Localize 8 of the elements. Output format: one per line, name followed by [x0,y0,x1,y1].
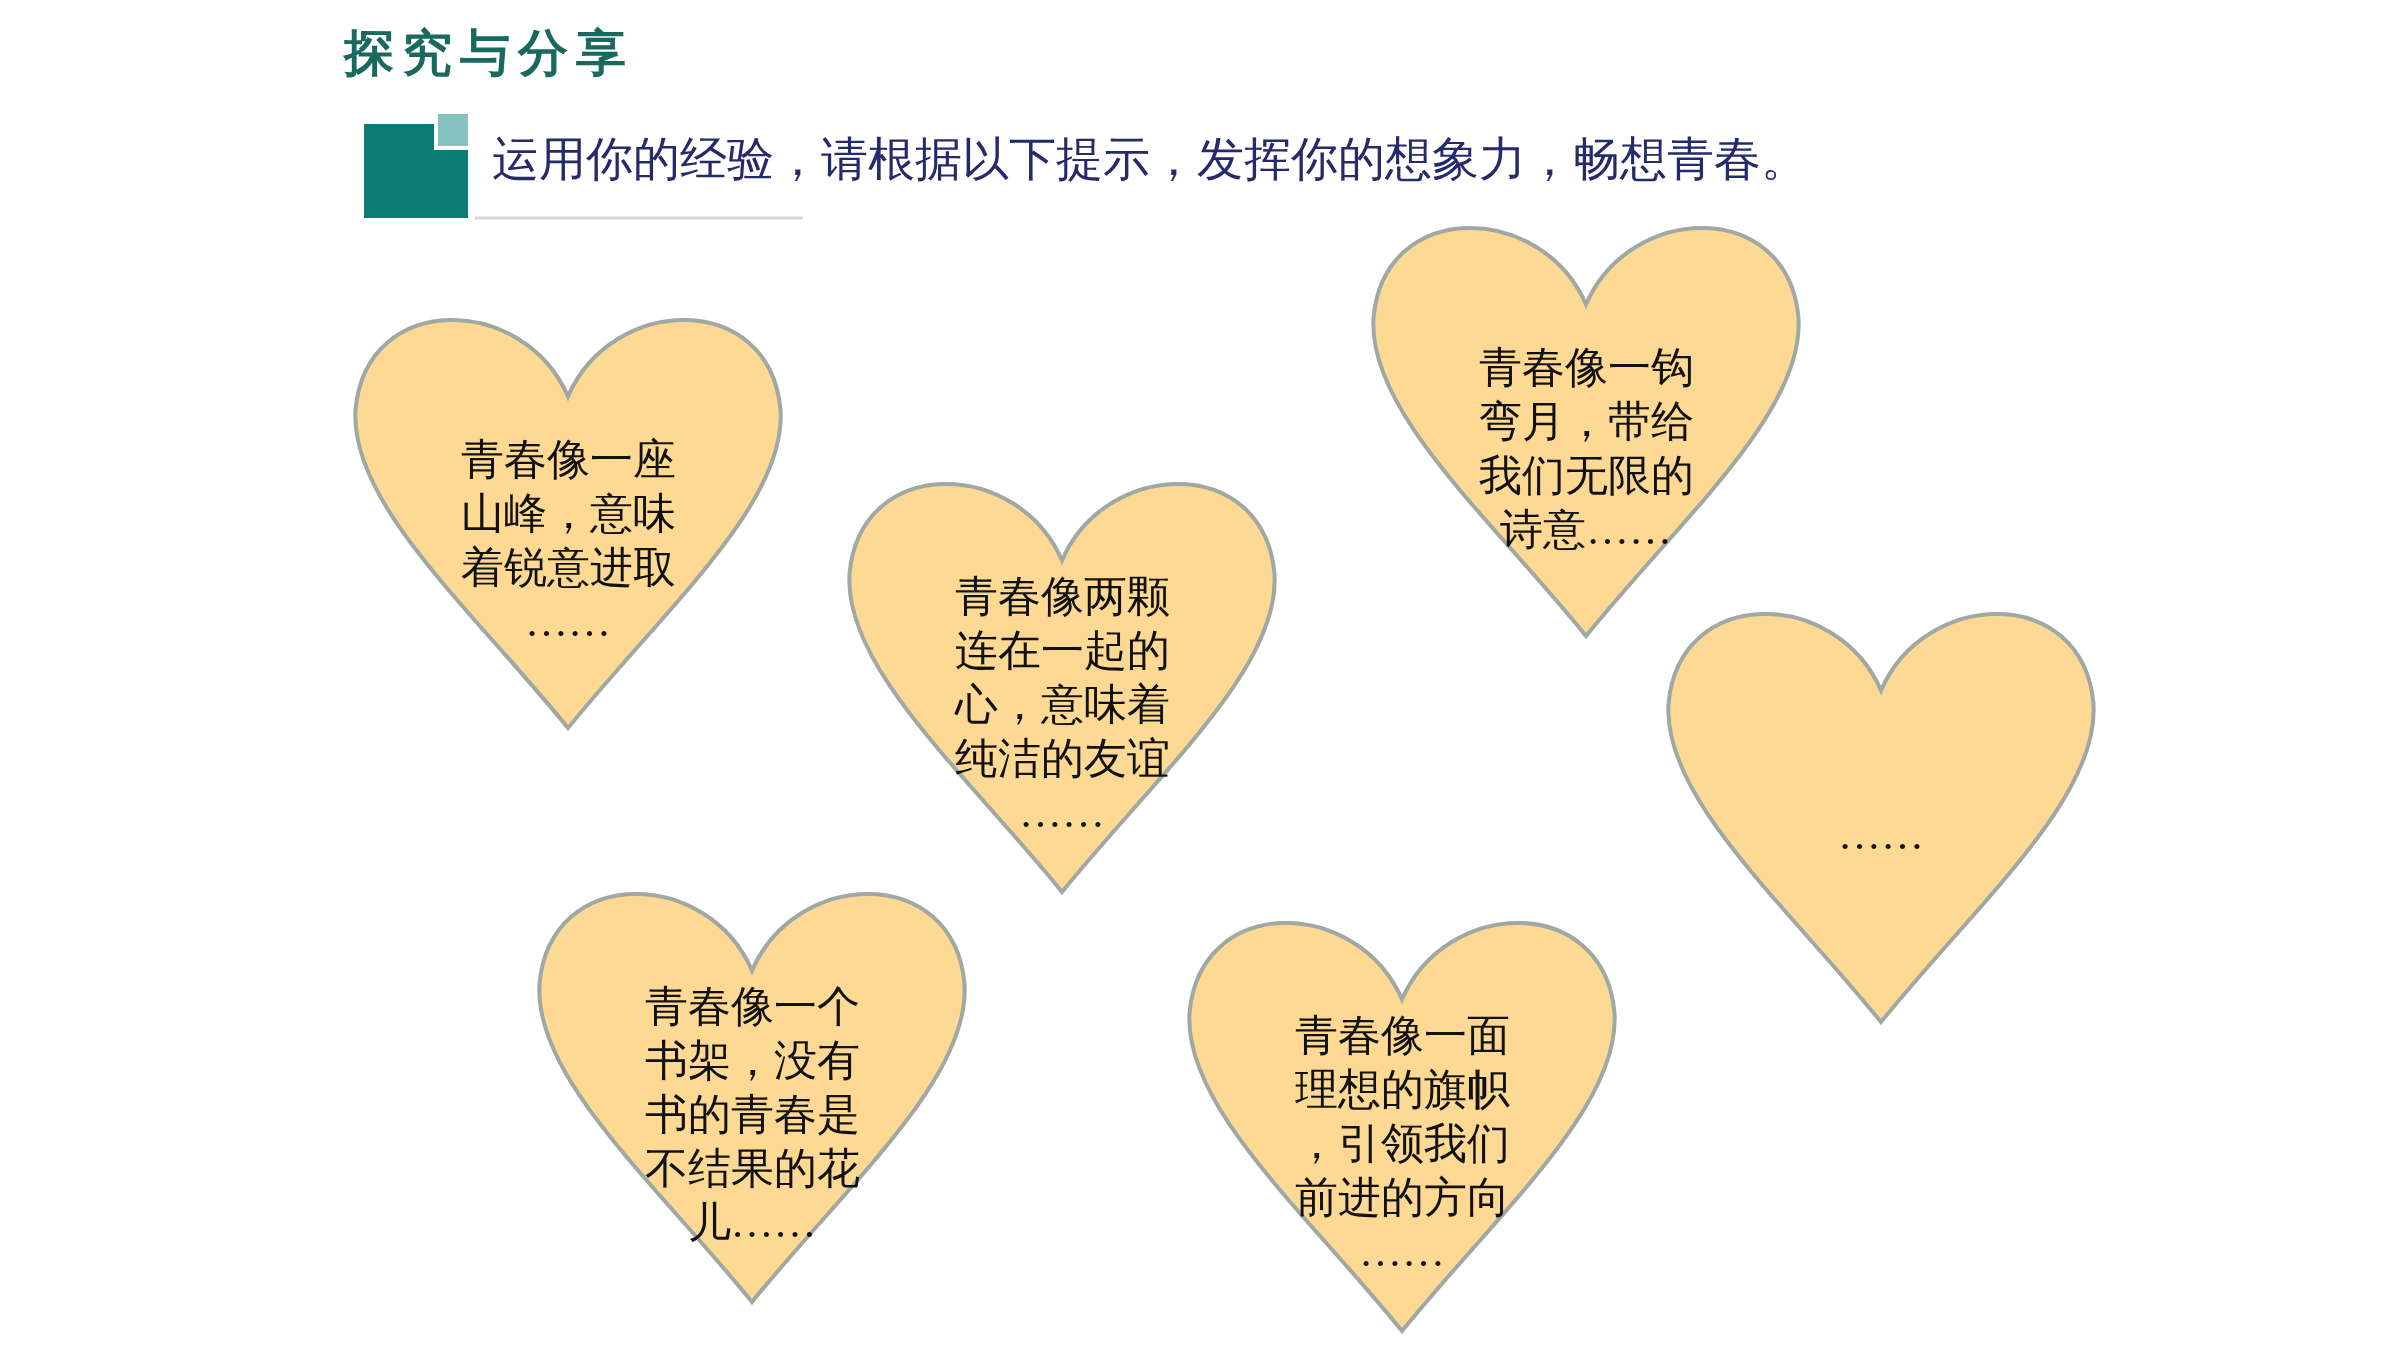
heart-text: 青春像一钩弯月，带给我们无限的诗意…… [1477,343,1695,555]
heart-text: 青春像一座山峰，意味着锐意进取…… [459,435,677,647]
heart-text: 青春像一个书架，没有书的青春是不结果的花儿…… [643,982,861,1248]
section-title: 探究与分享 [344,23,634,84]
heart-text: …… [1837,810,1925,860]
heart-text: 青春像一面理想的旗帜，引领我们前进的方向…… [1293,1011,1511,1277]
instruction-text: 运用你的经验，请根据以下提示，发挥你的想象力，畅想青春。 [492,132,1808,187]
heart-text: 青春像两颗连在一起的心，意味着纯洁的友谊…… [953,572,1171,838]
